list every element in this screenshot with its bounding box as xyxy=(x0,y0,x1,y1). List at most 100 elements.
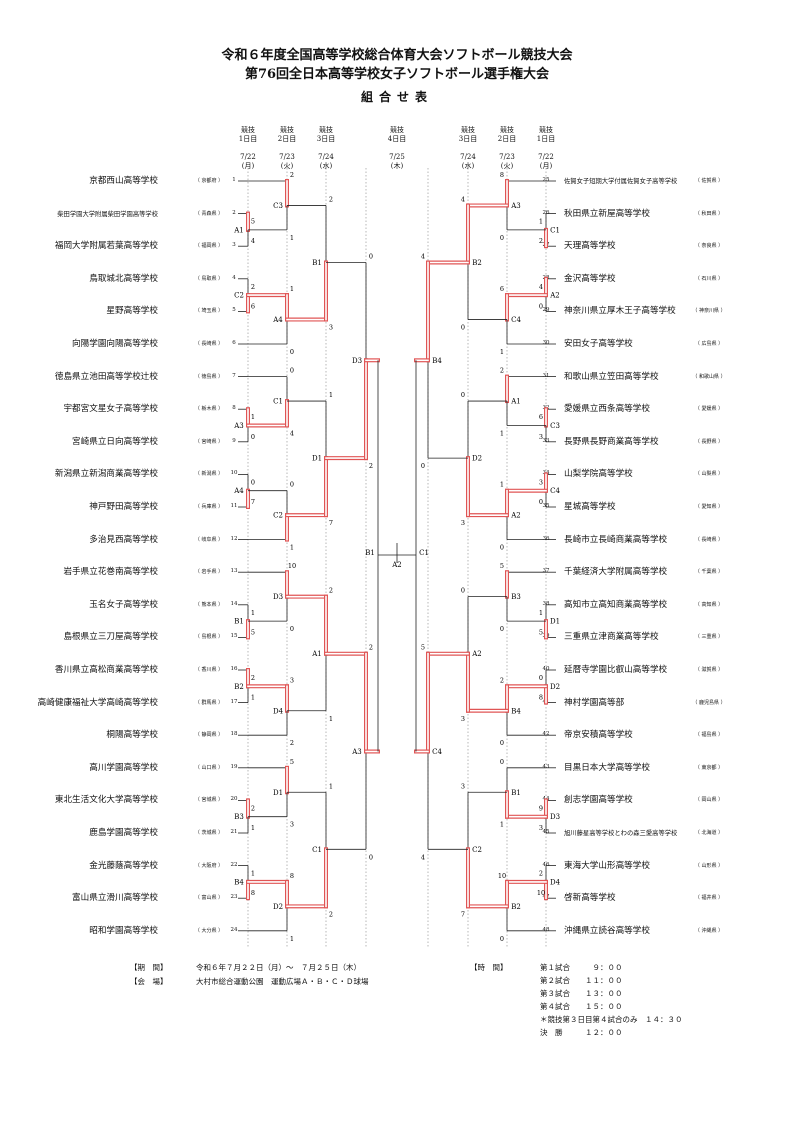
r1-right-1-score-top: 4 xyxy=(539,283,543,291)
round-header-line: 7/25 xyxy=(389,153,405,161)
r2-left-5-score-top: 3 xyxy=(290,676,294,684)
team-number: 24 xyxy=(230,926,238,933)
team-number: 8 xyxy=(232,405,236,412)
team-name: 岩手県立花巻南高等学校 xyxy=(63,567,158,578)
r3-right-2-score-top: 0 xyxy=(461,587,465,595)
team-prefecture: （ 京都府 ） xyxy=(194,178,224,184)
team-prefecture: （ 大阪府 ） xyxy=(194,862,224,869)
team-prefecture: （ 山口県 ） xyxy=(194,764,224,771)
r2-left-1-score-top: 1 xyxy=(290,285,294,293)
team-prefecture: （ 宮崎県 ） xyxy=(194,438,224,445)
r1-right-5-label: D2 xyxy=(550,683,560,691)
team-number: 20 xyxy=(230,796,238,803)
team-name: 香川県立高松商業高等学校 xyxy=(54,665,158,675)
round-header-line: 7/23 xyxy=(499,153,515,161)
team-name: 三重県立津商業高等学校 xyxy=(564,632,659,643)
team-number: 26 xyxy=(542,209,550,216)
r3-left-3-score-top: 1 xyxy=(329,782,333,790)
team-number: 23 xyxy=(230,894,238,901)
schedule-line: 第４試合 １５：００ xyxy=(540,1002,623,1011)
round-header-line: 競技 xyxy=(461,126,475,134)
r3-right-0-label: B2 xyxy=(472,259,482,267)
team-name: 東北生活文化大学高等学校 xyxy=(54,795,158,806)
r3-left-3-score-bot: 2 xyxy=(329,910,333,918)
r2-right-7-label: B2 xyxy=(511,903,521,911)
team-name: 向陽学園向陽高等学校 xyxy=(72,339,158,349)
team-name: 和歌山県立笠田高等学校 xyxy=(564,371,659,382)
r1-right-0-score-top: 1 xyxy=(539,218,543,226)
r1-right-6-score-top: 9 xyxy=(539,804,543,812)
round-header-line: (水) xyxy=(461,162,475,170)
r4-left-1-score-top: 2 xyxy=(369,644,373,652)
r2-right-1-score-bot: 1 xyxy=(500,348,504,356)
r1-left-2-score-bot: 0 xyxy=(251,433,255,441)
r2-left-5-score-bot: 2 xyxy=(290,739,294,747)
team-name: 昭和学園高等学校 xyxy=(89,925,158,936)
team-prefecture: （ 栃木県 ） xyxy=(194,406,224,413)
team-prefecture: （ 愛知県 ） xyxy=(694,504,724,510)
round-header-line: (火) xyxy=(280,162,294,170)
r1-right-7-score-top: 2 xyxy=(539,870,543,878)
round-header-line: 7/23 xyxy=(279,153,295,161)
r4-right-1-label: C4 xyxy=(432,748,442,756)
r1-right-5-score-bot: 8 xyxy=(539,694,543,702)
r1-left-1-score-top: 2 xyxy=(251,283,255,291)
r4-left-0-label: D3 xyxy=(352,357,362,365)
title-line-1: 令和６年度全国高等学校総合体育大会ソフトボール競技大会 xyxy=(221,48,573,63)
round-header-line: 1日目 xyxy=(238,135,258,143)
r2-left-1-score-bot: 0 xyxy=(290,348,294,356)
schedule-line: 決 勝 １２：００ xyxy=(540,1028,623,1037)
r1-left-0-score-top: 5 xyxy=(251,218,255,226)
team-number: 16 xyxy=(230,666,238,672)
r2-left-7-score-bot: 1 xyxy=(290,935,294,943)
r3-left-3-label: C1 xyxy=(312,846,322,854)
team-prefecture: （ 岐阜県 ） xyxy=(194,536,224,543)
team-name: 高知市立高知商業高等学校 xyxy=(564,599,668,610)
r1-right-3-score-bot: 0 xyxy=(539,498,543,506)
team-name: 桐陽高等学校 xyxy=(106,730,158,741)
final-label: A2 xyxy=(391,561,402,569)
team-number: 12 xyxy=(230,535,238,542)
r2-right-4-score-bot: 0 xyxy=(500,625,504,633)
team-name: 宇都宮文星女子高等学校 xyxy=(63,404,158,415)
r1-left-4-score-top: 1 xyxy=(251,609,255,617)
team-name: 安田女子高等学校 xyxy=(564,339,633,349)
r4-left-1-score-bot: 0 xyxy=(369,853,373,861)
venue-value: 大村市総合運動公園 運動広場Ａ・Ｂ・Ｃ・Ｄ球場 xyxy=(196,977,369,986)
team-name: 山梨学院高等学校 xyxy=(564,469,633,480)
r3-left-2-score-bot: 1 xyxy=(329,715,333,723)
team-prefecture: （ 茨城県 ） xyxy=(194,830,224,836)
team-name: 延暦寺学園比叡山高等学校 xyxy=(564,665,668,675)
team-name: 玉名女子高等学校 xyxy=(89,599,158,610)
schedule-line: 第３試合 １３：００ xyxy=(540,989,623,998)
r1-left-4-score-bot: 5 xyxy=(251,628,255,636)
r1-left-5-score-top: 2 xyxy=(251,674,255,682)
r1-left-5-score-bot: 1 xyxy=(251,694,255,702)
team-name: 富山県立滑川高等学校 xyxy=(72,893,158,904)
r3-left-2-score-top: 2 xyxy=(329,587,333,595)
r2-right-2-score-bot: 1 xyxy=(500,430,504,438)
round-header-line: 競技 xyxy=(280,126,294,134)
r1-left-2-label: A3 xyxy=(233,422,244,430)
r4-right-0-label: B4 xyxy=(432,357,442,365)
r3-right-2-label: A2 xyxy=(471,650,482,658)
team-name: 鹿島学園高等学校 xyxy=(89,828,158,838)
team-number: 4 xyxy=(232,274,236,281)
r1-left-7-score-bot: 8 xyxy=(251,889,255,897)
round-header-line: (火) xyxy=(500,162,514,170)
team-prefecture: （ 佐賀県 ） xyxy=(694,178,724,184)
r2-left-2-score-top: 0 xyxy=(290,367,294,375)
r1-right-6-label: D3 xyxy=(550,813,560,821)
team-number: 18 xyxy=(230,731,238,738)
r1-left-2-score-top: 1 xyxy=(251,413,255,421)
r3-right-1-score-bot: 3 xyxy=(461,519,465,527)
r1-right-3-score-top: 3 xyxy=(539,478,543,486)
team-name: 帝京安積高等学校 xyxy=(564,730,633,741)
team-name: 柴田学園大学附属柴田学園高等学校 xyxy=(57,210,158,218)
team-prefecture: （ 福島県 ） xyxy=(694,732,724,739)
team-name: 啓新高等学校 xyxy=(564,893,616,904)
team-prefecture: （ 千葉県 ） xyxy=(694,569,724,576)
team-name: 東海大学山形高等学校 xyxy=(564,860,650,871)
